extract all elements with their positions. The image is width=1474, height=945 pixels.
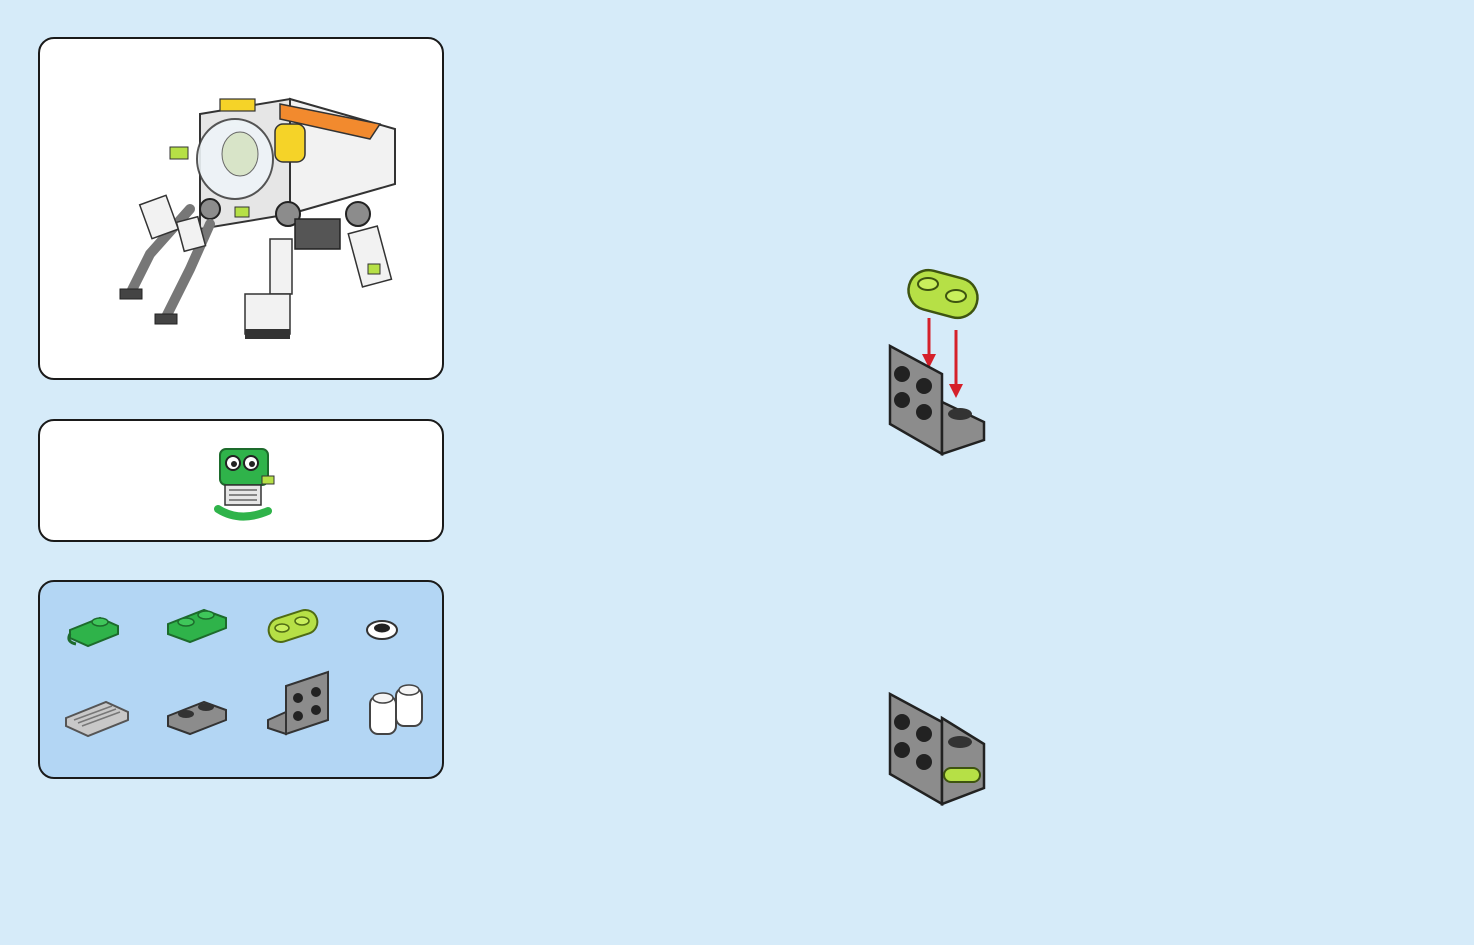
parts-list-panel [38, 580, 444, 779]
green-plate-1x2-icon [164, 602, 230, 648]
minifigure-panel [38, 419, 444, 542]
bracket-assembled-icon [880, 688, 992, 810]
gray-bracket-2x2-icon [264, 668, 334, 740]
grille-tile-icon [62, 694, 130, 740]
eye-tile-round-icon [364, 616, 400, 642]
white-brick-round-icon [364, 678, 428, 740]
green-plate-clip-icon [64, 604, 124, 648]
model-preview-panel [38, 37, 444, 380]
lime-plate-rounded-icon [264, 604, 322, 648]
gray-plate-1x2-icon [164, 694, 230, 740]
green-figure-icon [40, 421, 444, 542]
bracket-with-lime-plate-icon [880, 264, 992, 460]
mech-robot-icon [40, 39, 444, 380]
